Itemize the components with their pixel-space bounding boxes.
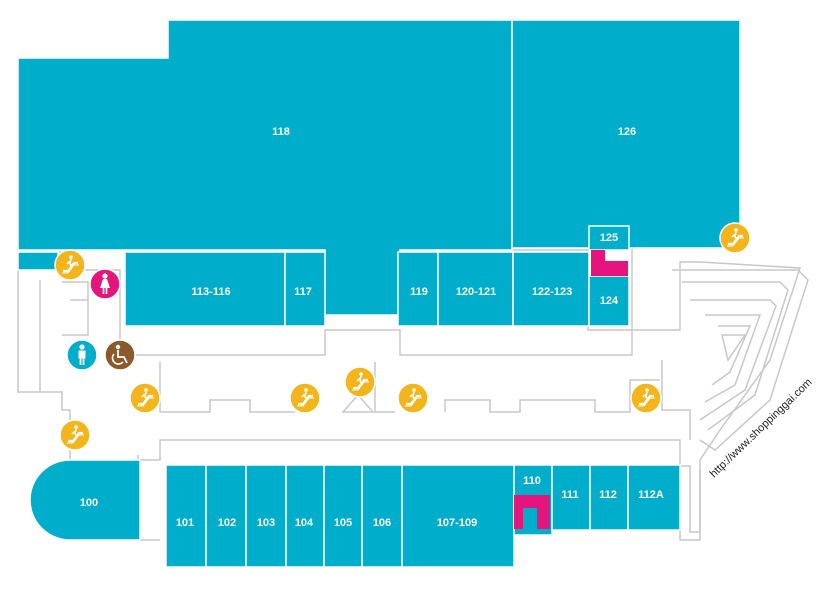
escalator-icon[interactable] — [630, 382, 662, 414]
escalators — [54, 222, 751, 451]
store-label: 102 — [218, 517, 236, 529]
store-label: 124 — [600, 295, 619, 307]
mens-restroom-icon[interactable] — [66, 339, 98, 371]
store-106[interactable] — [361, 464, 403, 568]
store-label: 117 — [294, 286, 312, 298]
store-111[interactable] — [551, 464, 591, 531]
store-112[interactable] — [589, 464, 629, 531]
store-label: 126 — [618, 126, 636, 138]
store-label: 110 — [523, 475, 541, 487]
store-label: 122-123 — [532, 286, 572, 298]
restroom-blocks — [514, 250, 628, 529]
store-103[interactable] — [245, 464, 287, 568]
store-label: 100 — [80, 497, 98, 509]
store-label: 107-109 — [437, 517, 477, 529]
store-label: 106 — [373, 517, 391, 529]
escalator-icon[interactable] — [289, 382, 321, 414]
store-label: 125 — [600, 232, 618, 244]
store-label: 111 — [561, 489, 578, 501]
escalator-icon[interactable] — [719, 222, 751, 254]
store-112a[interactable] — [627, 464, 681, 531]
store-113-116[interactable] — [124, 251, 286, 327]
escalator-icon[interactable] — [59, 419, 91, 451]
store-102[interactable] — [205, 464, 247, 568]
stores — [17, 19, 741, 568]
escalator-icon[interactable] — [54, 249, 86, 281]
store-125[interactable] — [588, 225, 630, 251]
store-label: 112A — [638, 489, 664, 501]
escalator-icon[interactable] — [397, 382, 429, 414]
wheelchair-icon[interactable] — [104, 339, 136, 371]
store-126[interactable] — [511, 19, 741, 249]
restroom-block-125b — [605, 261, 628, 276]
store-labels: 118 126 113-116 117 119 120-121 122-123 … — [80, 126, 664, 529]
store-label: 101 — [176, 517, 194, 529]
store-label: 119 — [410, 286, 428, 298]
store-124[interactable] — [588, 275, 630, 327]
store-label: 118 — [272, 126, 290, 138]
store-label: 104 — [295, 517, 314, 529]
escalator-icon[interactable] — [129, 382, 161, 414]
store-101[interactable] — [165, 464, 207, 568]
store-label: 105 — [334, 517, 352, 529]
store-107-109[interactable] — [401, 464, 515, 568]
womens-restroom-icon[interactable] — [89, 268, 121, 300]
store-100[interactable] — [29, 459, 141, 541]
escalator-icon[interactable] — [344, 366, 376, 398]
store-label: 103 — [257, 517, 275, 529]
store-label: 112 — [599, 489, 617, 501]
store-120-121[interactable] — [437, 251, 514, 327]
store-117[interactable] — [284, 251, 326, 327]
store-corridor-left — [17, 251, 59, 271]
store-119[interactable] — [397, 251, 439, 327]
restroom-block-125 — [591, 250, 605, 276]
restroom-block-110-inner — [523, 508, 537, 529]
store-118[interactable] — [17, 19, 513, 316]
store-label: 120-121 — [456, 286, 496, 298]
store-label: 113-116 — [191, 286, 230, 298]
